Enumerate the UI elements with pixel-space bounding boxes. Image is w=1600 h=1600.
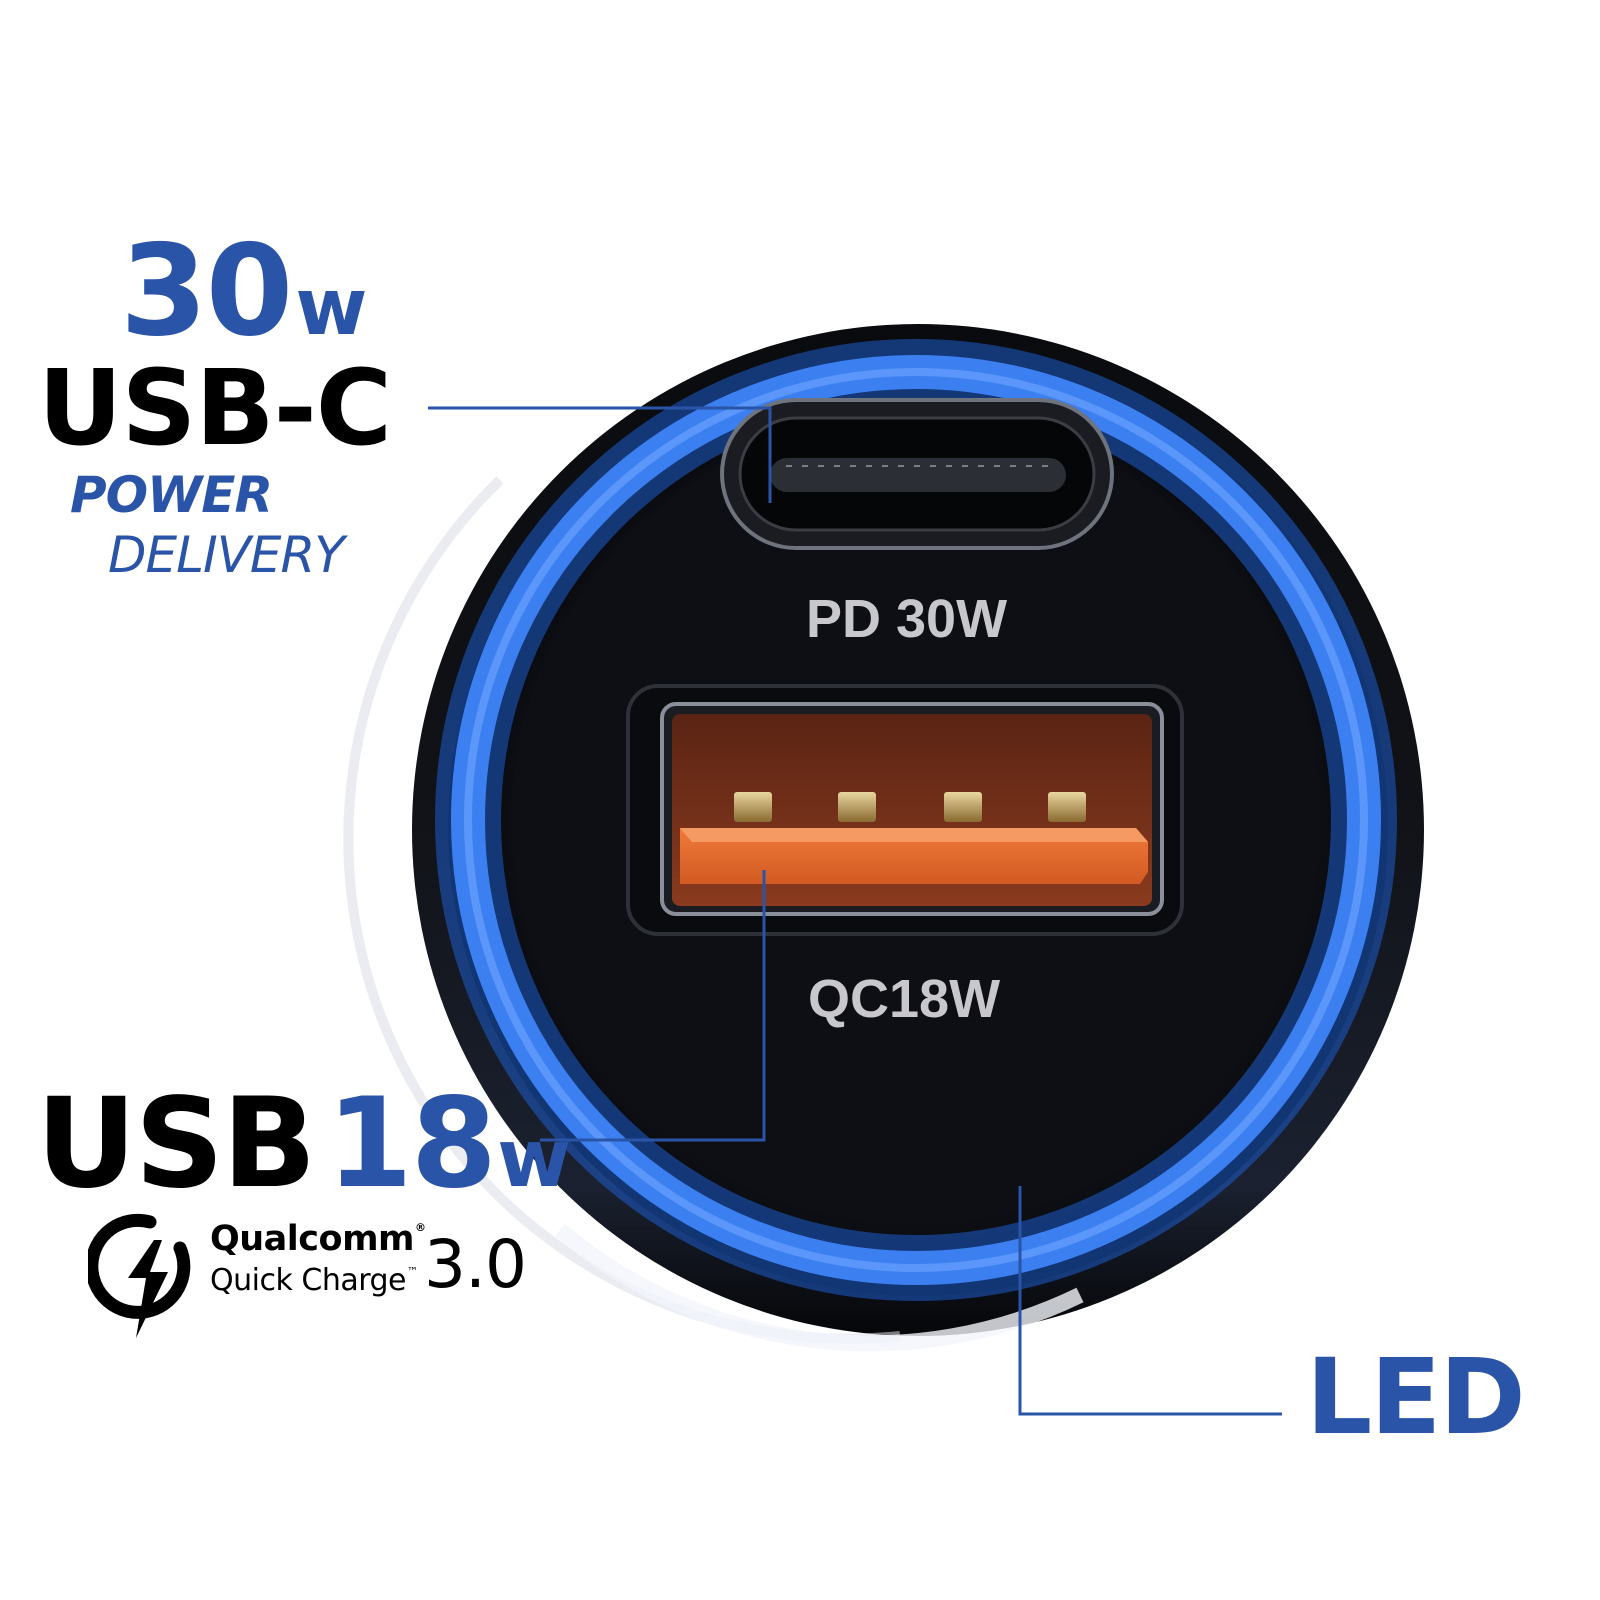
usb-a-port	[626, 684, 1184, 936]
usbc-leader-line	[428, 406, 772, 503]
usbc-port-label: PD 30W	[806, 589, 1008, 649]
usba-leader-line	[540, 870, 766, 1142]
usbc-title: USB-C	[38, 347, 392, 469]
usb-c-port	[720, 398, 1114, 550]
led-label: LED	[1306, 1336, 1526, 1458]
usba-port-label: QC18W	[808, 969, 1001, 1029]
usba-power-rating: USB18w	[36, 1072, 571, 1216]
delivery-label: DELIVERY	[108, 526, 345, 584]
lightning-bolt-in-circle-icon	[88, 1213, 191, 1338]
usbc-power-rating: 30w	[120, 217, 367, 364]
quick-charge-label: Quick Charge™	[210, 1263, 418, 1298]
qualcomm-brand: Qualcomm®	[210, 1219, 426, 1259]
led-leader-line	[1018, 1186, 1282, 1416]
quick-charge-version: 3.0	[424, 1226, 527, 1303]
power-label: POWER	[70, 466, 273, 524]
